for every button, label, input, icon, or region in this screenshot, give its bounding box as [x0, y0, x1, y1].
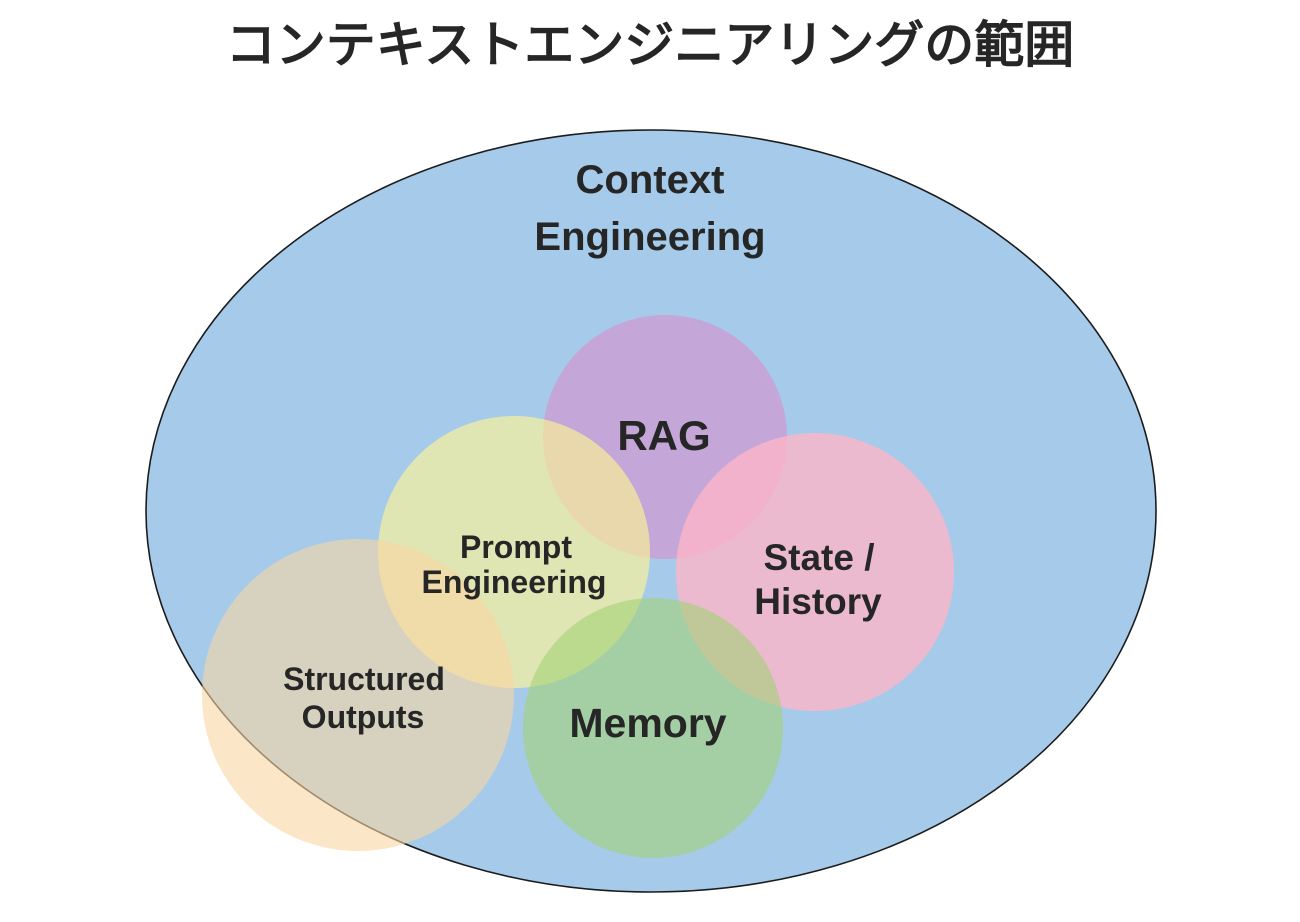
context-engineering-label-line2: Engineering: [534, 215, 765, 259]
prompt-engineering-label-line1: Prompt: [460, 529, 572, 565]
prompt-engineering-label-line2: Engineering: [422, 564, 607, 600]
structured-outputs-label-line1: Structured: [283, 661, 445, 697]
structured-outputs-label-line2: Outputs: [302, 699, 425, 735]
state-history-label-line1: State /: [763, 537, 874, 578]
state-history-label-line2: History: [754, 581, 882, 622]
structured-outputs-circle: [202, 539, 514, 851]
diagram-title: コンテキストエンジニアリングの範囲: [226, 17, 1075, 73]
rag-label: RAG: [617, 412, 710, 459]
context-engineering-ellipse-outline: [145, 129, 1157, 893]
memory-circle: [523, 598, 783, 858]
memory-label: Memory: [569, 700, 726, 746]
context-engineering-label-line1: Context: [576, 158, 725, 202]
